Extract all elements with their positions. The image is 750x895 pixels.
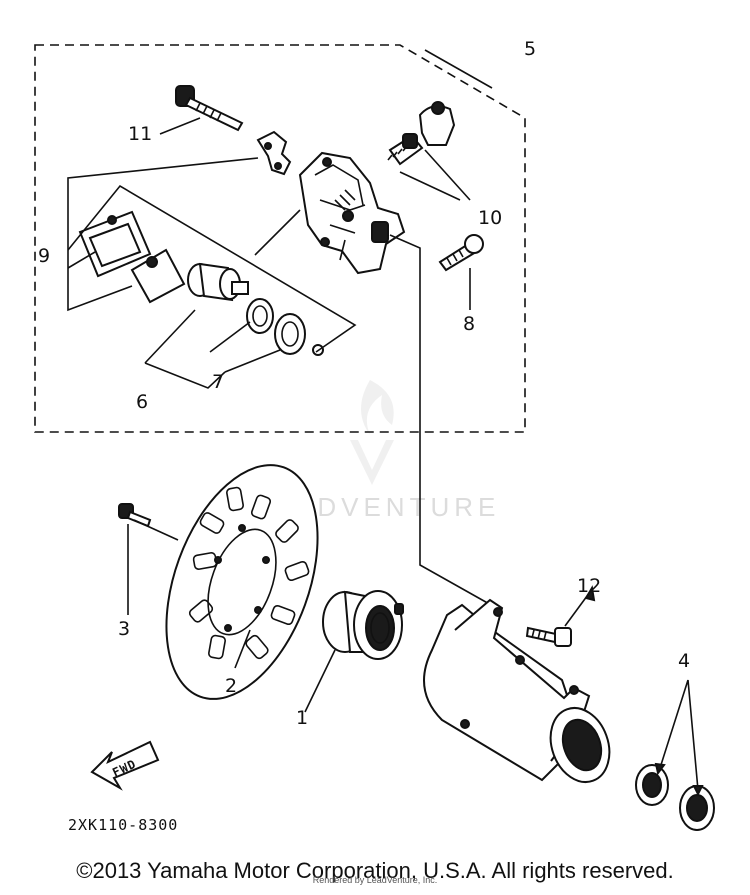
callout-5: 5 xyxy=(524,38,536,60)
rear-hub xyxy=(322,590,404,660)
bracket-bolt xyxy=(525,591,591,647)
nut-leader-lines xyxy=(659,679,699,791)
fwd-arrow-icon: FWD xyxy=(90,740,160,791)
disc-bolt xyxy=(118,503,179,541)
nut-leader-arrows xyxy=(654,762,704,797)
leader-disc xyxy=(234,629,251,669)
brake-pad-front xyxy=(130,248,186,304)
watermark-text: ADVENTURE xyxy=(295,492,500,522)
pad-retainer-clip xyxy=(256,130,292,176)
diagram-part-number: 2XK110-8300 xyxy=(68,816,178,834)
caliper-bracket-housing xyxy=(423,598,611,783)
caliper-body xyxy=(298,151,406,275)
leader-hub xyxy=(304,649,336,713)
callout-7: 7 xyxy=(212,371,224,393)
brake-pad-rear xyxy=(78,210,152,278)
callout-11: 11 xyxy=(128,123,152,145)
caliper-piston xyxy=(187,262,249,302)
callout-12: 12 xyxy=(577,575,601,597)
rendered-by-credit: Rendered by LeadVenture, Inc. xyxy=(312,875,438,885)
callout-3: 3 xyxy=(118,618,130,640)
leader-arrow-12 xyxy=(584,585,596,602)
bleed-screw-and-cap xyxy=(387,101,456,166)
callout-2: 2 xyxy=(225,675,237,697)
callout-1: 1 xyxy=(296,707,308,729)
leader-lines xyxy=(67,49,501,611)
caliper-assembly-box xyxy=(34,44,526,433)
pad-pin-bolt xyxy=(438,234,484,272)
brake-disc xyxy=(165,464,319,700)
caliper-bolt xyxy=(175,85,244,132)
callout-10: 10 xyxy=(478,207,502,229)
dust-seal xyxy=(274,313,306,355)
callout-6: 6 xyxy=(136,391,148,413)
piston-seal xyxy=(246,298,274,334)
callout-4: 4 xyxy=(678,650,690,672)
callout-9: 9 xyxy=(38,245,50,267)
callout-8: 8 xyxy=(463,313,475,335)
watermark-logo xyxy=(350,380,394,485)
axle-nut-1 xyxy=(635,764,669,806)
copyright-notice: ©2013 Yamaha Motor Corporation, U.S.A. A… xyxy=(76,858,674,883)
